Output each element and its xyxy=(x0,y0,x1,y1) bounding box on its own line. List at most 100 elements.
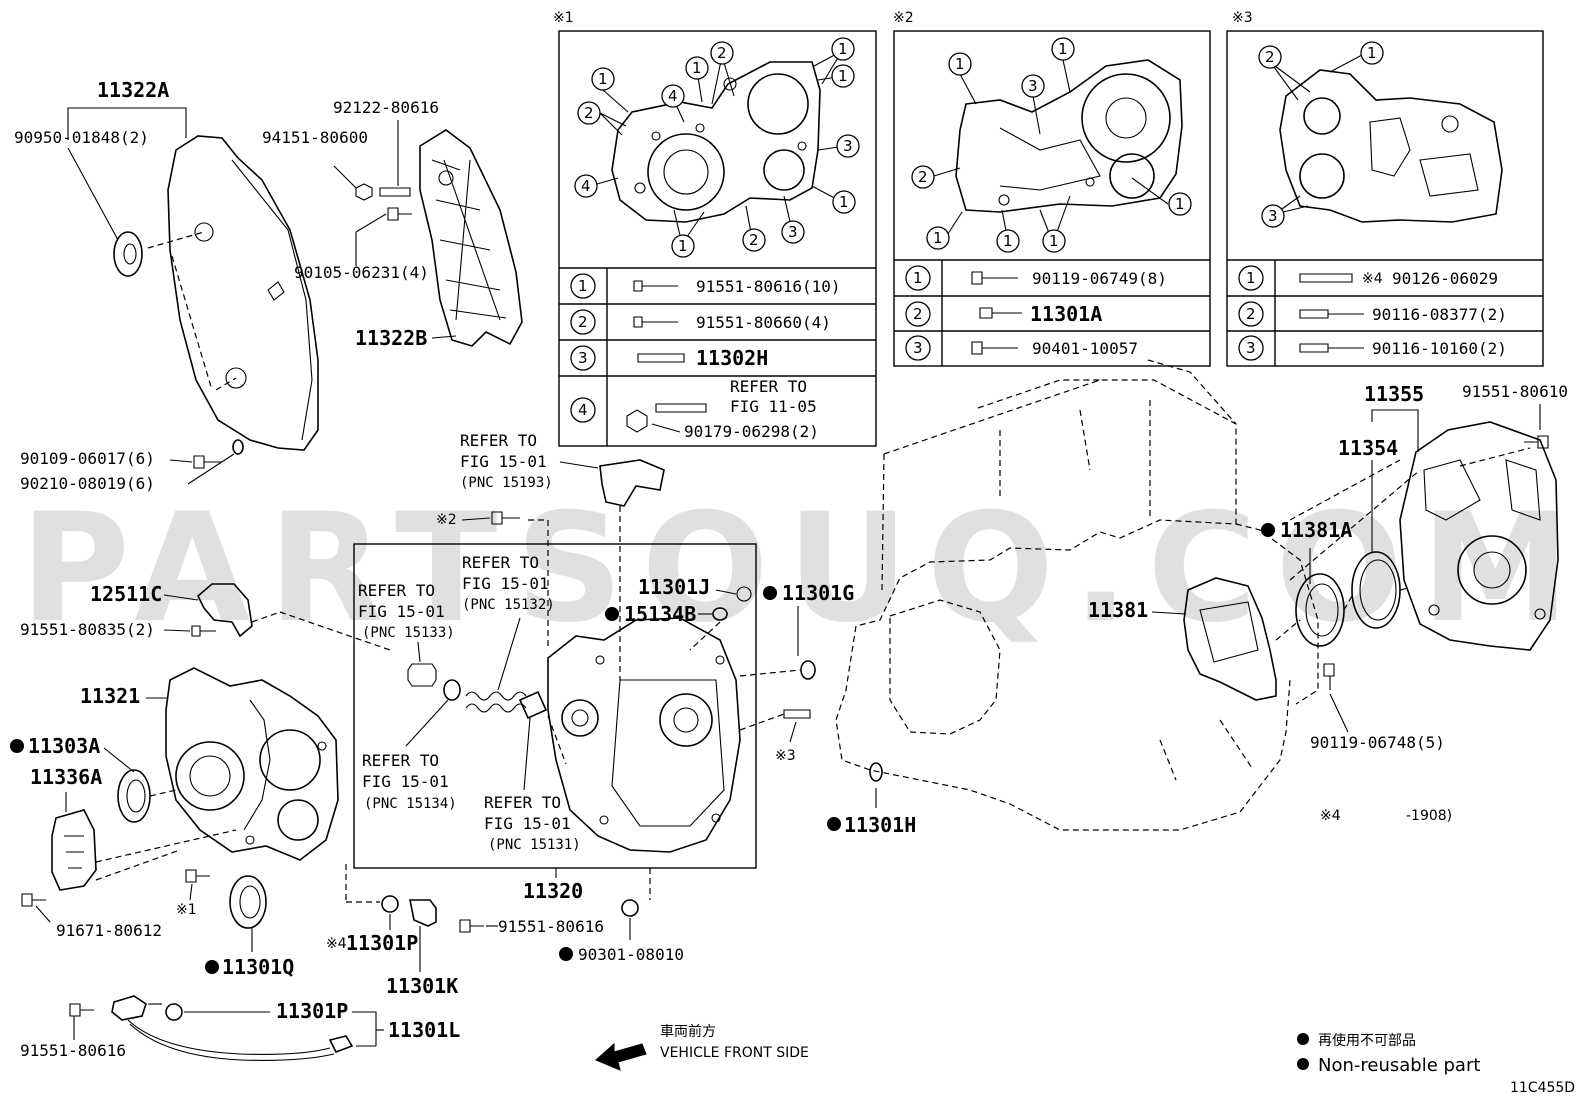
o-ring-90301 xyxy=(621,899,639,917)
label-94151-80600: 94151-80600 xyxy=(262,128,368,147)
inset-1-callouts: 1 2 4 4 1 2 1 1 3 1 1 2 3 xyxy=(574,37,860,258)
bolt-90119-06748 xyxy=(1323,663,1335,690)
diagram-code: 11C455D xyxy=(1510,1080,1575,1096)
callout xyxy=(661,84,685,108)
row-num: 1 xyxy=(913,269,923,287)
callout-num: 1 xyxy=(955,55,965,73)
label-11321: 11321 xyxy=(80,684,140,708)
upper-timing-cover xyxy=(113,135,319,451)
gasket-15193 xyxy=(599,459,665,507)
label-90109-06017: 90109-06017(6) xyxy=(20,449,155,468)
part-number: 90116-10160(2) xyxy=(1372,339,1507,358)
ref-text: FIG 11-05 xyxy=(730,397,817,416)
label-11301P-b: 11301P xyxy=(276,999,348,1023)
label-11322A: 11322A xyxy=(97,78,169,102)
callout-num: 2 xyxy=(717,44,727,62)
callout-num: 1 xyxy=(598,70,608,88)
label-11355: 11355 xyxy=(1364,382,1424,406)
callout-num: 1 xyxy=(838,40,848,58)
oil-seal-11301Q xyxy=(229,875,267,929)
inset-2-frame xyxy=(893,30,1211,367)
callout-num: 1 xyxy=(1049,232,1059,250)
retainer-11381 xyxy=(1183,577,1277,701)
callout xyxy=(671,234,695,258)
part-number: 91551-80616(10) xyxy=(696,277,841,296)
part-number: 90401-10057 xyxy=(1032,339,1138,358)
bolt-91551-80616-b xyxy=(69,1003,94,1017)
cover-11322B xyxy=(419,129,523,347)
front-side-en: VEHICLE FRONT SIDE xyxy=(660,1045,809,1061)
callout xyxy=(831,64,855,88)
callout-num: 2 xyxy=(918,168,928,186)
gasket-ring xyxy=(443,679,461,701)
row-num: 2 xyxy=(1246,305,1256,323)
legend-jp: 再使用不可部品 xyxy=(1318,1032,1416,1049)
callout-num: 3 xyxy=(1028,77,1038,95)
oil-pump-11320 xyxy=(547,617,741,853)
note-mark: ※4 xyxy=(1362,271,1383,287)
inset-3: ※3 1 2 3 1 ※4 xyxy=(1226,10,1544,367)
callout-num: 1 xyxy=(838,67,848,85)
callout-num: 1 xyxy=(839,193,849,211)
ref-text: REFER TO xyxy=(730,377,807,396)
label-12511C: 12511C xyxy=(90,582,162,606)
vehicle-front-arrow xyxy=(595,1042,647,1071)
ref-text: REFER TO xyxy=(362,751,439,770)
label-90105-06231: 90105-06231(4) xyxy=(294,263,429,282)
callout xyxy=(591,67,615,91)
inset-3-leaders xyxy=(1270,54,1363,215)
inset-2-leaders xyxy=(933,59,1169,244)
callout xyxy=(781,220,805,244)
note-mark-2: ※2 xyxy=(436,512,457,528)
label-11322B: 11322B xyxy=(355,326,427,350)
label-91671-80612: 91671-80612 xyxy=(56,921,162,940)
ref-text: REFER TO xyxy=(484,793,561,812)
ref-text: FIG 15-01 xyxy=(460,452,547,471)
label-11320: 11320 xyxy=(523,879,583,903)
callout-num: 4 xyxy=(581,177,591,195)
label-11303A: 11303A xyxy=(28,734,100,758)
label-91551-80610: 91551-80610 xyxy=(1462,382,1568,401)
relief-valve-spring xyxy=(465,691,527,701)
oil-pump-frame xyxy=(353,543,757,869)
callout xyxy=(574,174,598,198)
inset-2: ※2 1 1 3 2 1 1 1 xyxy=(893,10,1211,367)
callout-num: 3 xyxy=(1268,207,1278,225)
label-91551-80616-b: 91551-80616 xyxy=(20,1041,126,1060)
bolt-91671 xyxy=(21,893,46,907)
guide-11336A xyxy=(51,809,97,891)
inset-1-frame xyxy=(558,30,877,447)
ref-text: REFER TO xyxy=(358,581,435,600)
plate-11355 xyxy=(1399,421,1559,651)
inset-2-mark: ※2 xyxy=(893,10,914,26)
label-92122-80616: 92122-80616 xyxy=(333,98,439,117)
engine-block-outline xyxy=(835,359,1319,831)
label-11301Q: 11301Q xyxy=(222,955,294,979)
inset-1-table: 1 91551-80616(10) 2 91551-80660(4) 3 113… xyxy=(559,267,876,446)
label-11301K: 11301K xyxy=(386,974,458,998)
front-side-jp: 車両前方 xyxy=(660,1023,716,1040)
note-mark-3: ※3 xyxy=(775,748,796,764)
callout-num: 2 xyxy=(749,231,759,249)
label-90119-06748: 90119-06748(5) xyxy=(1310,733,1445,752)
row-num: 3 xyxy=(1246,339,1256,357)
ref-text: REFER TO xyxy=(460,431,537,450)
callout-num: 1 xyxy=(933,229,943,247)
row-num: 3 xyxy=(578,349,588,367)
label-15134B: 15134B xyxy=(624,602,696,626)
row-num: 2 xyxy=(578,313,588,331)
label-11301J: 11301J xyxy=(638,575,710,599)
inset-1: ※1 xyxy=(553,10,877,447)
inset-2-cover-drawing xyxy=(955,59,1183,213)
crank-sensor-11301L xyxy=(111,995,147,1021)
row-num: 2 xyxy=(913,305,923,323)
ref-text: (PNC 15132) xyxy=(462,597,555,613)
label-11301G: 11301G xyxy=(782,581,854,605)
inset-3-frame xyxy=(1226,30,1544,367)
label-90301-08010: 90301-08010 xyxy=(578,945,684,964)
callout xyxy=(742,228,766,252)
row-num: 3 xyxy=(913,339,923,357)
callout xyxy=(836,134,860,158)
label-11354: 11354 xyxy=(1338,436,1398,460)
label-11301L: 11301L xyxy=(388,1018,460,1042)
